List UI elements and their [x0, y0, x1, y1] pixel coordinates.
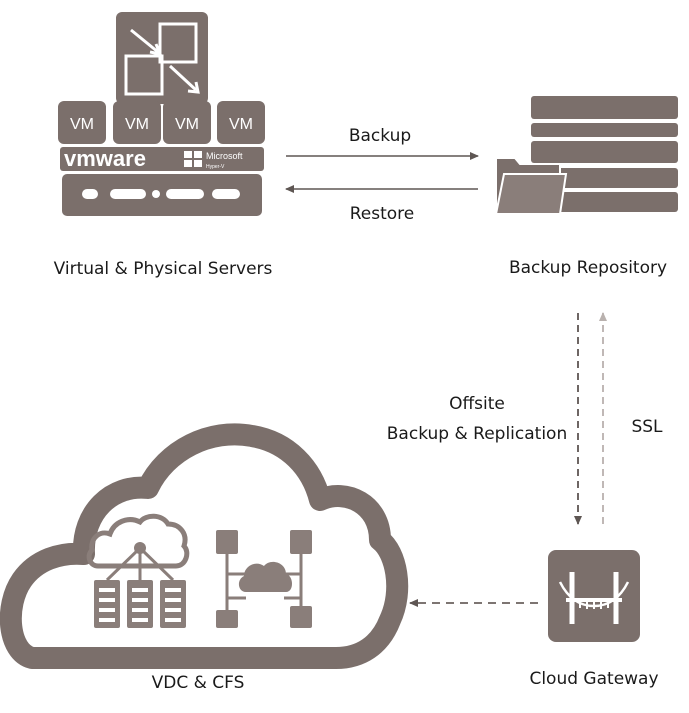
offsite-label-line1: Offsite	[449, 394, 505, 414]
gateway-node: Cloud Gateway	[529, 550, 659, 689]
repository-label: Backup Repository	[509, 258, 667, 278]
vmware-hyperv-banner: vmware Microsoft Hyper-V	[60, 146, 264, 171]
cloud-network-icon	[216, 530, 312, 628]
servers-label: Virtual & Physical Servers	[54, 259, 273, 279]
restore-edge: Restore	[285, 185, 478, 224]
gateway-box	[548, 550, 640, 642]
ssl-label: SSL	[631, 417, 663, 437]
physical-server-icon	[62, 174, 262, 216]
vm-box: VM	[58, 101, 106, 144]
vm-box: VM	[163, 101, 211, 144]
cloud-node: VDC & CFS	[0, 423, 409, 693]
servers-node: VM VM VM VM vmware Microsoft Hyper-V	[54, 12, 273, 279]
vmware-logo: vmware	[64, 146, 146, 171]
folder-icon	[494, 157, 568, 215]
offsite-label-line2: Backup & Replication	[387, 424, 567, 444]
svg-text:VM: VM	[125, 116, 149, 133]
restore-label: Restore	[350, 204, 415, 224]
svg-text:VM: VM	[229, 116, 253, 133]
migration-icon	[116, 12, 208, 104]
gateway-label: Cloud Gateway	[529, 669, 658, 689]
windows-logo-icon	[184, 151, 202, 167]
svg-text:VM: VM	[175, 116, 199, 133]
storage-stack-icon	[531, 96, 678, 212]
cloud-shape	[0, 423, 409, 669]
microsoft-label: Microsoft	[206, 151, 243, 161]
svg-text:VM: VM	[70, 116, 94, 133]
offsite-edge: Offsite Backup & Replication	[387, 313, 582, 525]
hyperv-label: Hyper-V	[206, 164, 225, 170]
cloud-servers-icon	[86, 513, 190, 628]
bridge-icon	[558, 572, 630, 624]
backup-label: Backup	[349, 126, 411, 146]
vm-box: VM	[217, 101, 265, 144]
vm-box: VM	[113, 101, 161, 144]
cloud-label: VDC & CFS	[152, 673, 245, 693]
backup-edge: Backup	[286, 126, 479, 160]
repository-node: Backup Repository	[494, 96, 678, 278]
ssl-edge: SSL	[599, 312, 663, 524]
